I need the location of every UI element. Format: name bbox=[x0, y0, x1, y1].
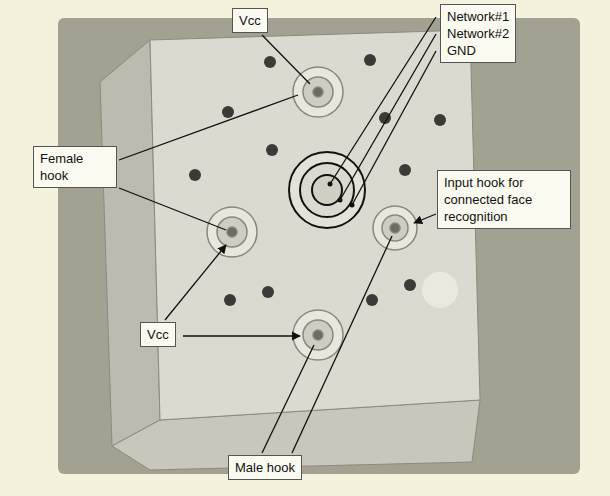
callout-label: GND bbox=[447, 42, 509, 59]
callout-label: Vcc bbox=[239, 12, 261, 29]
callout-box: Vcc bbox=[232, 8, 268, 33]
callout-box: Female hook bbox=[33, 146, 117, 188]
callout-box: Vcc bbox=[140, 322, 176, 347]
callout-label: Vcc bbox=[147, 326, 169, 343]
callout-label: Network#2 bbox=[447, 25, 509, 42]
callout-label: Female hook bbox=[40, 150, 110, 184]
callout-label: Male hook bbox=[235, 459, 295, 476]
callout-box: Male hook bbox=[228, 455, 302, 480]
callout-box: Network#1Network#2GND bbox=[440, 4, 516, 63]
callout-label: Network#1 bbox=[447, 8, 509, 25]
callout-label: Input hook for connected face recognitio… bbox=[444, 174, 564, 225]
callout-box: Input hook for connected face recognitio… bbox=[437, 170, 571, 229]
